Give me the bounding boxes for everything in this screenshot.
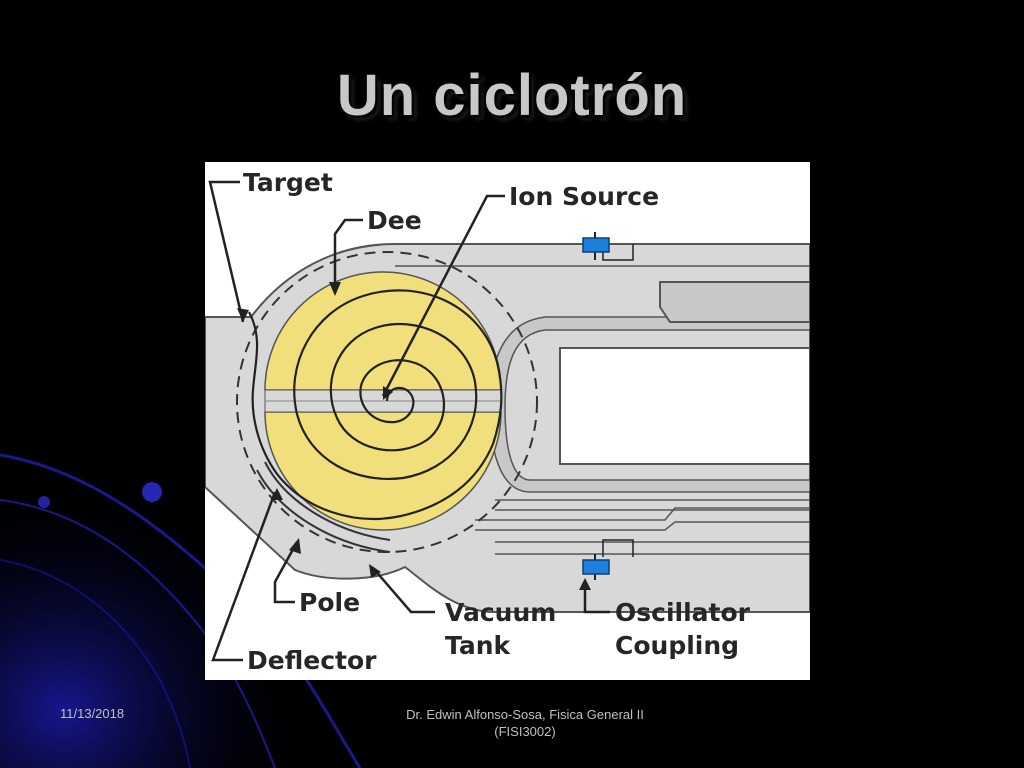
- footer-credit-line1: Dr. Edwin Alfonso-Sosa, Fisica General I…: [406, 707, 644, 722]
- dee-leader: [333, 218, 363, 292]
- oscillator-coupling-top: [582, 232, 634, 261]
- oscillator-leader: [583, 582, 610, 614]
- target-leader: [208, 180, 245, 323]
- label-leader-lines: [208, 180, 610, 662]
- cyclotron-diagram: Target Dee Ion Source Pole Vacuum Tank O…: [205, 162, 810, 680]
- oscillator-coupling-bottom: [582, 539, 634, 580]
- slide-title: Un ciclotrón: [336, 63, 688, 128]
- deflector-plates: [256, 461, 391, 553]
- dee-pair: [264, 271, 502, 531]
- ion-source-leader: [381, 194, 505, 397]
- label-vacuum-line1: Vacuum: [445, 598, 556, 627]
- vacuum-leader: [372, 567, 435, 614]
- label-ion-source: Ion Source: [509, 182, 659, 211]
- label-vacuum-line2: Tank: [445, 631, 511, 660]
- pole-leader: [273, 541, 299, 604]
- deflector-leader: [211, 491, 277, 662]
- label-oscillator-line2: Coupling: [615, 631, 739, 660]
- leader-arrowheads: [237, 282, 591, 590]
- footer-credit-line2: (FISI3002): [494, 724, 556, 739]
- footer-date: 11/13/2018: [60, 706, 125, 721]
- footer-credit: Dr. Edwin Alfonso-Sosa, Fisica General I…: [380, 706, 670, 740]
- label-oscillator-line1: Oscillator: [615, 598, 751, 627]
- label-target: Target: [243, 168, 333, 197]
- label-dee: Dee: [367, 206, 422, 235]
- particle-spiral-path: [248, 289, 503, 520]
- label-deflector: Deflector: [247, 646, 377, 675]
- label-pole: Pole: [299, 588, 360, 617]
